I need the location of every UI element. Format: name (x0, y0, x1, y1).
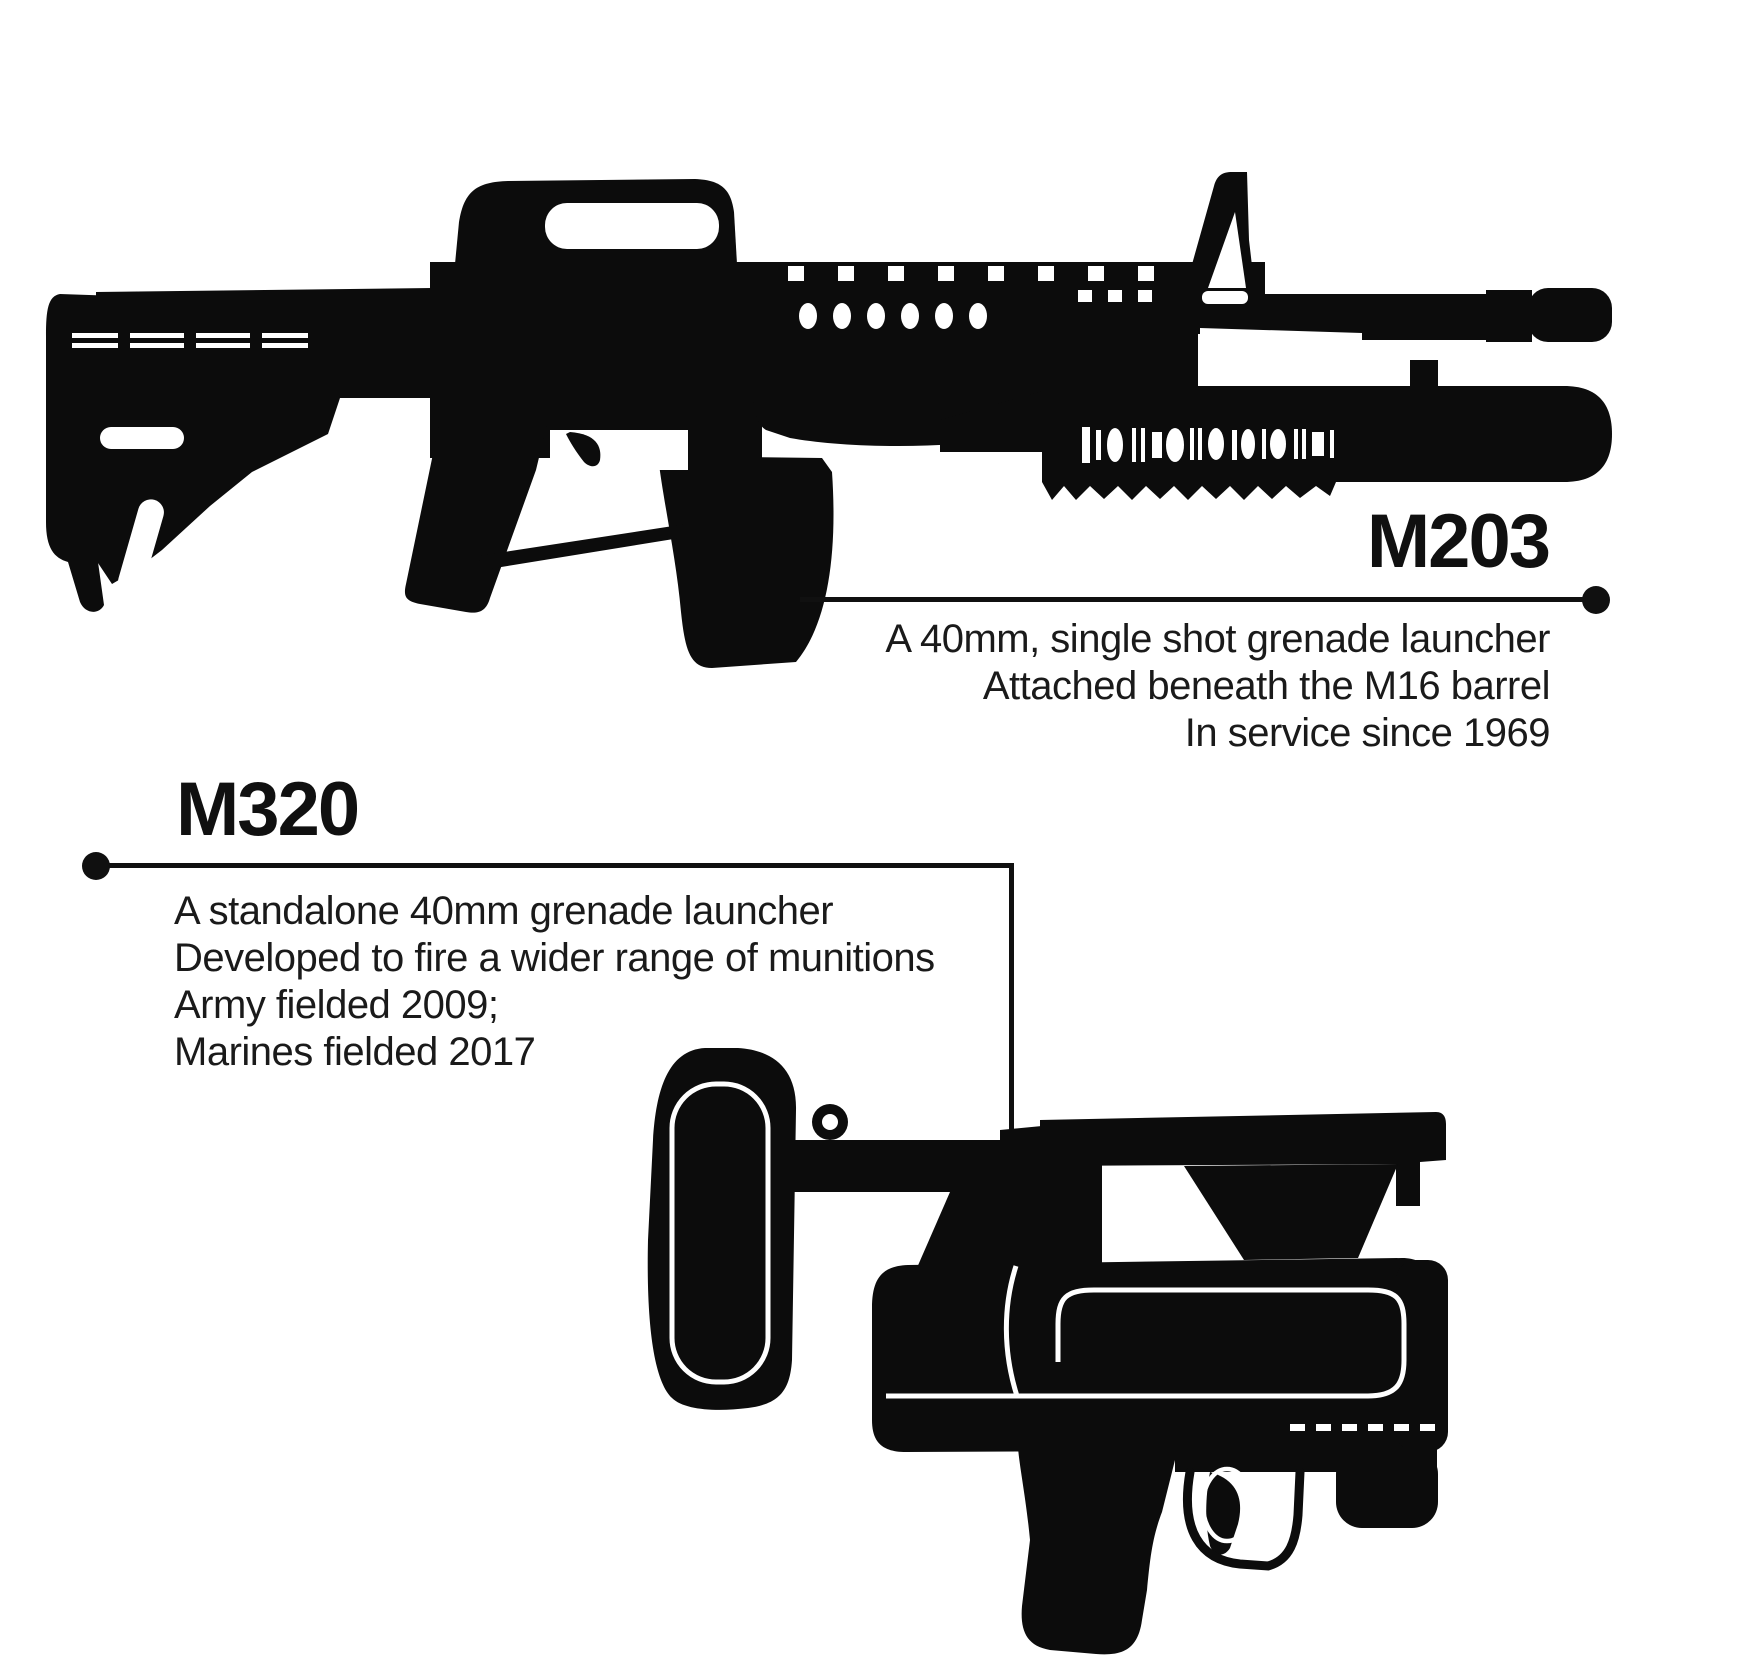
rifle-trigger (566, 432, 601, 467)
rifle-barrel-step (1486, 290, 1532, 342)
m320-description-line: Army fielded 2009; (174, 983, 499, 1027)
m320-description: A standalone 40mm grenade launcher Devel… (174, 888, 935, 1076)
m320-description-line: Marines fielded 2017 (174, 1030, 536, 1074)
m203-serrated-edge (1042, 482, 1336, 500)
m203-description-line: A 40mm, single shot grenade launcher (885, 617, 1550, 661)
rifle-magazine (658, 456, 834, 668)
rifle-flash-hider (1528, 288, 1612, 342)
m203-rear-mount (940, 386, 1060, 452)
m320-white-marks (822, 1114, 1435, 1431)
m320-description-line: Developed to fire a wider range of munit… (174, 936, 935, 980)
m203-leader-dot (1582, 586, 1610, 614)
m320-muzzle-cap (1396, 1260, 1448, 1452)
m320-stock-pad (647, 1048, 797, 1410)
rifle-white-details (72, 203, 1362, 595)
m203-description-line: In service since 1969 (1184, 711, 1551, 755)
m320-top-rail (1040, 1112, 1446, 1206)
m320-white-details (669, 1081, 1407, 1544)
m320-receiver-body (872, 1258, 1430, 1452)
m320-sight-block (1184, 1164, 1398, 1260)
m320-leader-dot (82, 852, 110, 880)
m203-description: A 40mm, single shot grenade launcher Att… (885, 616, 1550, 757)
m320-title: M320 (176, 767, 360, 852)
m203-launcher-tube (1042, 386, 1612, 482)
m320-leader-line-vertical (1009, 863, 1014, 1130)
m203-description-line: Attached beneath the M16 barrel (982, 664, 1551, 708)
rifle-pistol-grip (404, 420, 548, 613)
m320-guard-rail (1175, 1448, 1437, 1472)
m320-leader-line (108, 863, 1013, 868)
m203-top-lug (1410, 360, 1438, 390)
m203-leader-line (800, 597, 1584, 602)
m320-sight-post (1000, 1126, 1042, 1258)
rifle-with-m203-icon (46, 172, 1612, 668)
m320-description-line: A standalone 40mm grenade launcher (174, 889, 834, 933)
m320-trigger-guard (1182, 1467, 1305, 1571)
m203-title: M203 (1366, 499, 1551, 584)
rifle-trigger-guard (478, 524, 686, 570)
m320-grip (1018, 1448, 1178, 1655)
